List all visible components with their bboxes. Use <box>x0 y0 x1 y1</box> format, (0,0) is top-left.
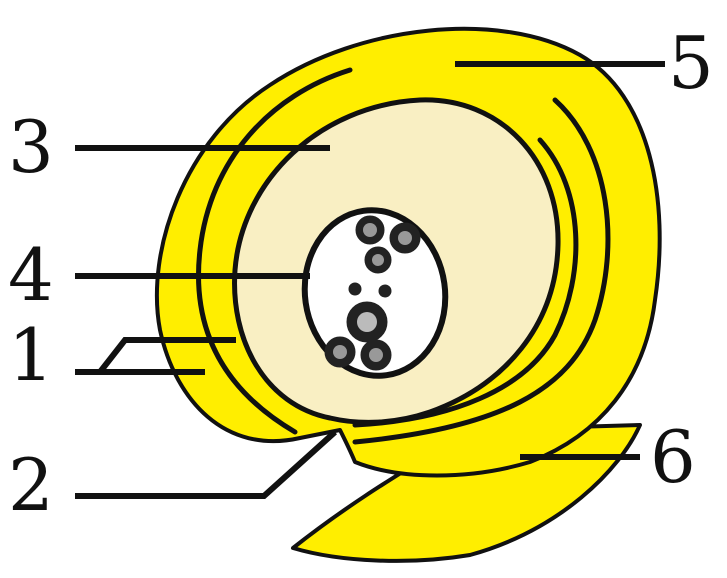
label-3: 3 <box>8 105 54 189</box>
label-1: 1 <box>8 313 54 397</box>
label-5: 5 <box>668 21 714 105</box>
leader-line-2 <box>75 432 335 496</box>
polar-nucleus-2 <box>379 285 391 297</box>
label-2: 2 <box>8 443 54 527</box>
polar-nucleus-1 <box>349 283 361 295</box>
label-4: 4 <box>8 233 54 317</box>
label-6: 6 <box>650 415 696 499</box>
